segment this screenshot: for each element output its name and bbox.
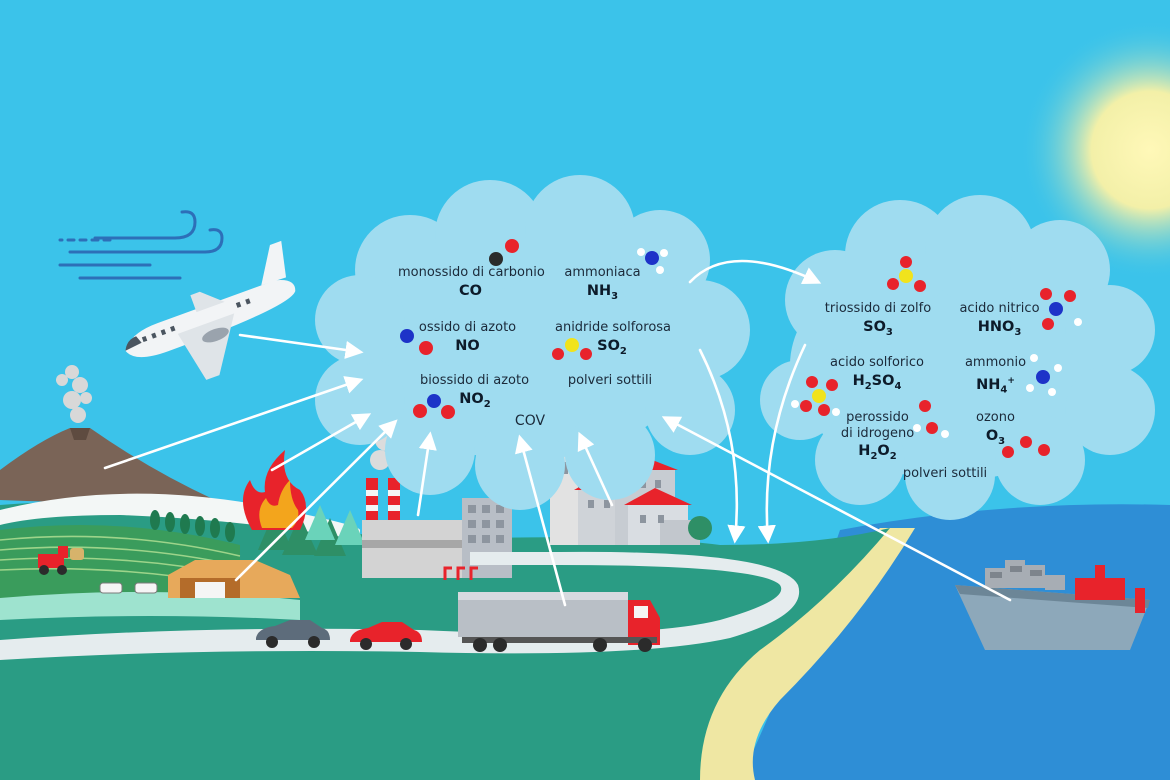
formula-no2: NO2: [459, 391, 491, 410]
molecule-nh4: [1026, 354, 1062, 396]
trees: [150, 505, 365, 556]
label-co-name: monossido di carbonio: [398, 265, 545, 280]
arrow-fire-cloud: [270, 413, 372, 472]
car-icon: [256, 620, 422, 650]
cow-icon: [99, 582, 158, 594]
beach: [690, 528, 915, 780]
formula-nh4: NH4+: [976, 376, 1015, 396]
label-nh4-name: ammonio: [964, 355, 1027, 370]
arrow-plane-cloud: [238, 333, 364, 359]
fire-icon: [242, 450, 306, 530]
barn-icon: [168, 560, 300, 598]
arrow-deposit-right: [757, 343, 807, 544]
arrow-town-cloud: [577, 431, 614, 507]
molecule-hno3: [1040, 288, 1082, 330]
formula-so2: SO2: [597, 338, 627, 357]
formula-h2so4: H2SO4: [852, 373, 902, 392]
arrow-road-cloud: [515, 434, 567, 607]
label-pm-right: polveri sottili: [902, 466, 988, 481]
molecule-co: [489, 239, 519, 266]
label-so2-name: anidride solforosa: [554, 320, 672, 335]
label-cov: COV: [514, 413, 546, 429]
airplane-icon: [125, 240, 296, 380]
ship-icon: [955, 560, 1150, 650]
volcano-icon: [0, 365, 215, 503]
cloud-right: [760, 195, 1155, 520]
molecule-h2o2: [913, 400, 949, 438]
molecule-nh3: [637, 248, 668, 274]
formula-hno3: HNO3: [977, 319, 1022, 338]
label-h2o2-name1: perossido: [846, 410, 909, 425]
molecule-so2: [552, 338, 592, 360]
label-pm-left: polveri sottili: [567, 373, 653, 388]
molecule-o3: [1002, 436, 1050, 458]
molecule-no: [400, 329, 433, 355]
arrow-factory-cloud: [416, 431, 437, 517]
label-no-name: ossido di azoto: [418, 320, 517, 335]
label-nh3-name: ammoniaca: [564, 265, 641, 280]
label-so3-name: triossido di zolfo: [824, 301, 932, 316]
molecule-so3: [887, 256, 926, 292]
sun-icon: [1020, 20, 1170, 280]
arrow-farm-cloud: [234, 419, 398, 582]
arrow-volcano-cloud: [103, 376, 364, 470]
truck-icon: [458, 592, 660, 652]
wind-icon: [58, 210, 224, 280]
formula-nh3: NH3: [586, 283, 619, 302]
formula-o3: O3: [985, 428, 1006, 447]
arrow-ship-cloud: [661, 416, 1012, 602]
molecule-h2so4: [791, 376, 840, 416]
tractor-icon: [38, 546, 84, 575]
arrow-deposit-left: [698, 348, 746, 544]
formula-no: NO: [455, 338, 480, 354]
label-o3-name: ozono: [976, 410, 1015, 425]
label-h2so4-name: acido solforico: [830, 355, 924, 370]
label-no2-name: biossido di azoto: [419, 373, 530, 388]
label-hno3-name: acido nitrico: [959, 301, 1040, 316]
label-h2o2-name2: di idrogeno: [840, 426, 915, 441]
arrows: [103, 259, 1012, 607]
molecule-no2: [413, 394, 455, 419]
formula-so3: SO3: [863, 319, 893, 338]
formula-h2o2: H2O2: [858, 443, 897, 462]
arrow-cloud-transfer: [688, 259, 822, 284]
formula-co: CO: [459, 283, 482, 299]
